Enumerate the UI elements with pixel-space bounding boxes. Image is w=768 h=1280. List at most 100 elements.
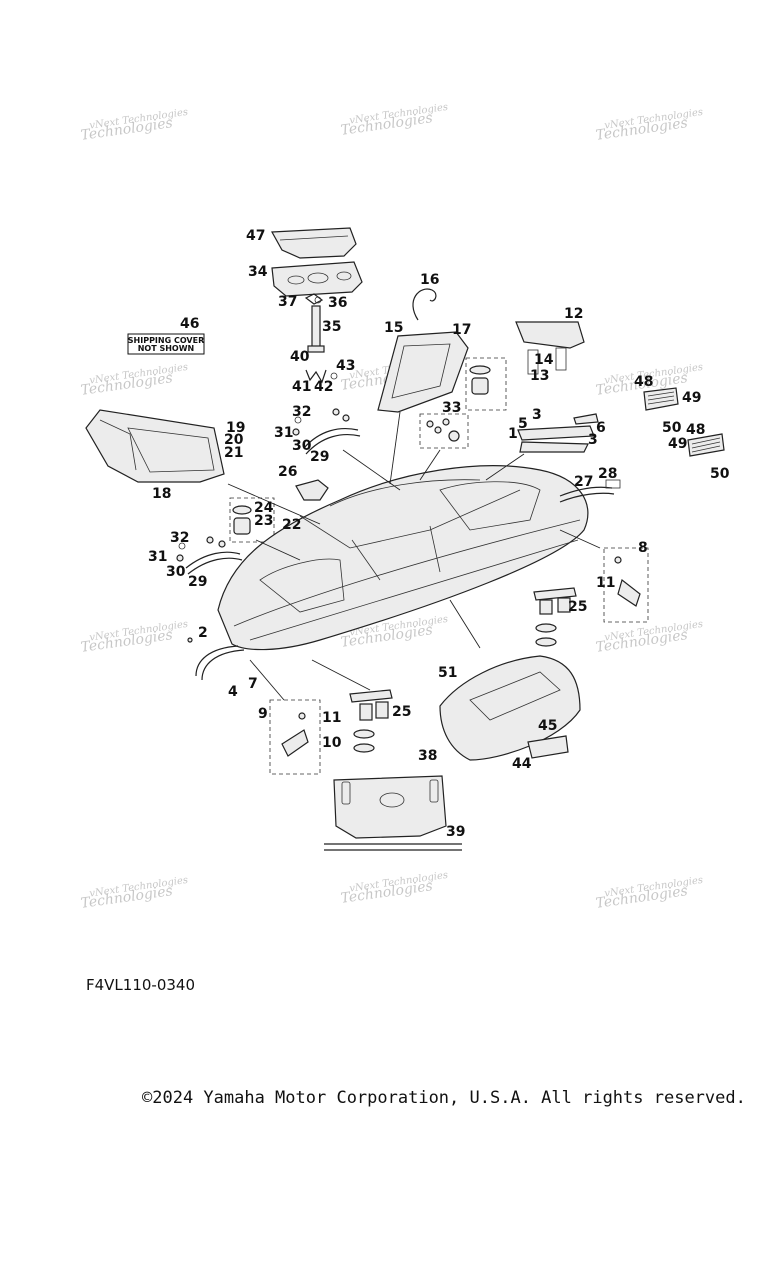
callout: 16 (420, 272, 439, 288)
watermark: vNext Technologies Technologies (80, 619, 189, 656)
svg-text:SHIPPING COVER: SHIPPING COVER (128, 336, 204, 345)
svg-text:NOT SHOWN: NOT SHOWN (138, 344, 195, 353)
cable-16 (412, 288, 437, 321)
callout: 42 (314, 379, 333, 395)
callout: 47 (246, 228, 265, 244)
callout: 26 (278, 464, 297, 480)
callout: 43 (336, 358, 355, 374)
watermark: vNext Technologies Technologies (595, 875, 704, 912)
bumper-strip-2-4-7 (187, 637, 245, 681)
callout: 31 (274, 425, 293, 441)
callout: 22 (282, 517, 301, 533)
callout: 31 (148, 549, 167, 565)
latch-12-14-13 (515, 321, 585, 375)
callout: 20 (224, 432, 244, 448)
callout: 23 (254, 513, 273, 529)
figure-code: F4VL110-0340 (86, 976, 196, 994)
hinge-plate-8-11 (603, 547, 649, 623)
callout: 9 (258, 706, 268, 722)
callout: 25 (392, 704, 411, 720)
callout: 10 (322, 735, 342, 751)
callout: 29 (188, 574, 207, 590)
callout: 11 (322, 710, 341, 726)
callout: 36 (328, 295, 347, 311)
cooler-38 (333, 775, 447, 839)
leader-lines (227, 411, 601, 701)
callout: 34 (248, 264, 268, 280)
callout: 48 (634, 374, 653, 390)
callout: 21 (224, 445, 243, 461)
storage-detail-51 (439, 655, 581, 761)
mirror-26 (295, 479, 329, 501)
callout: 49 (682, 390, 701, 406)
callout: 37 (278, 294, 297, 310)
grab-handle-29-upper (292, 408, 361, 455)
callout: 2 (198, 625, 208, 641)
seat-hardware-40-43 (305, 369, 338, 384)
windshield-frame-15-17 (377, 331, 469, 413)
hinge-plate-9-11-10 (269, 699, 321, 775)
rail-assembly-1-3-5-6 (517, 413, 599, 453)
seat-bracket-37-36 (304, 293, 324, 305)
callout: 19 (226, 420, 245, 436)
seat-base-34 (271, 261, 363, 297)
copyright-notice: ©2024 Yamaha Motor Corporation, U.S.A. A… (142, 1088, 746, 1108)
callout: 13 (530, 368, 549, 384)
callout: 50 (710, 466, 730, 482)
callout: 8 (638, 540, 648, 556)
callout: 3 (588, 432, 598, 448)
cup-holder-detail (465, 357, 507, 411)
cleat-25-lower (349, 689, 393, 753)
watermark: vNext Technologies Technologies (80, 362, 189, 399)
callout: 29 (310, 449, 329, 465)
hardware-cluster-33 (419, 413, 469, 449)
cup-holder-24-23 (229, 497, 275, 543)
cleat-25-upper (533, 587, 577, 647)
callout: 11 (596, 575, 615, 591)
callout: 50 (662, 420, 682, 436)
callout: 30 (166, 564, 186, 580)
callout: 17 (452, 322, 471, 338)
callout: 3 (532, 407, 542, 423)
callout: 32 (292, 404, 311, 420)
tray-45-44 (527, 735, 569, 759)
callout-labels: 47 34 37 36 35 16 15 17 12 14 13 46 40 4… (148, 228, 730, 840)
callout: 5 (518, 416, 528, 432)
callout: 48 (686, 422, 705, 438)
boat-hull (217, 465, 589, 651)
grab-handle-29-lower (176, 536, 243, 575)
callout: 24 (254, 500, 274, 516)
pipe-27-28 (559, 479, 621, 503)
callout: 39 (446, 824, 465, 840)
windshield-left-18 (85, 409, 225, 483)
pedestal-post-35 (307, 305, 325, 353)
callout: 28 (598, 466, 617, 482)
watermark: vNext Technologies Technologies (80, 107, 189, 144)
callout: 4 (228, 684, 238, 700)
callout: 49 (668, 436, 687, 452)
shipping-cover-note: SHIPPING COVER NOT SHOWN (127, 333, 205, 355)
callout: 46 (180, 316, 199, 332)
callout: 15 (384, 320, 403, 336)
callout: 33 (442, 400, 461, 416)
callout: 12 (564, 306, 583, 322)
callout: 51 (438, 665, 457, 681)
callout: 14 (534, 352, 554, 368)
watermark: vNext Technologies Technologies (595, 107, 704, 144)
callout: 35 (322, 319, 341, 335)
callout: 18 (152, 486, 171, 502)
watermark: vNext Technologies Technologies (80, 875, 189, 912)
callout: 25 (568, 599, 587, 615)
footrest-48-49-50-upper (643, 387, 679, 411)
seat-cushion-47 (271, 227, 357, 259)
callout: 44 (512, 756, 532, 772)
callout: 30 (292, 438, 312, 454)
callout: 32 (170, 530, 189, 546)
strap-39 (324, 843, 462, 851)
callout: 40 (290, 349, 310, 365)
watermark: vNext Technologies Technologies (340, 102, 449, 139)
watermark: vNext Technologies Technologies (340, 870, 449, 907)
callout: 41 (292, 379, 311, 395)
callout: 1 (508, 426, 518, 442)
